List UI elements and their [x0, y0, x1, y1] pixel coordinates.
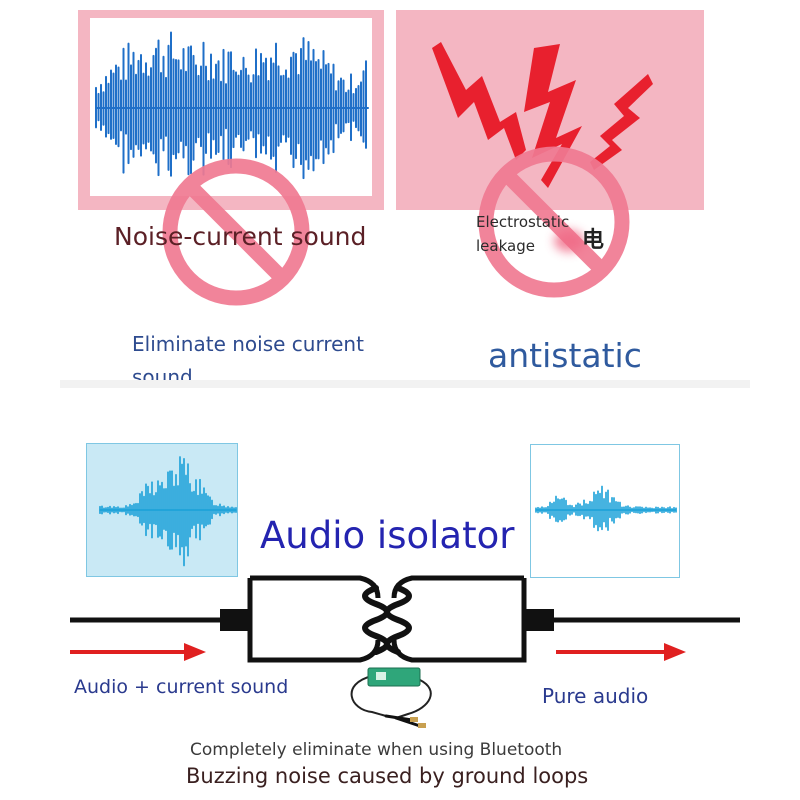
audio-isolator-title: Audio isolator [260, 514, 515, 557]
electrostatic-line1: Electrostatic [476, 213, 570, 231]
audio-current-label: Audio + current sound [74, 676, 289, 698]
noise-current-label: Noise-current sound [114, 222, 367, 251]
pure-audio-label: Pure audio [542, 684, 649, 708]
section-divider [60, 380, 750, 388]
bluetooth-caption: Completely eliminate when using Bluetoot… [190, 740, 563, 760]
eliminate-noise-line1: Eliminate noise current [132, 332, 364, 356]
eliminate-noise-caption: Eliminate noise current sound [132, 328, 364, 394]
electrostatic-line2: leakage [476, 237, 535, 255]
antistatic-caption: antistatic [488, 336, 642, 375]
output-wave-panel [530, 444, 680, 578]
leakage-glow [554, 230, 584, 252]
electric-glyph: 电 [582, 228, 605, 253]
ground-loop-caption: Buzzing noise caused by ground loops [186, 764, 589, 788]
electrostatic-leakage-label: Electrostatic leakage [476, 210, 569, 258]
